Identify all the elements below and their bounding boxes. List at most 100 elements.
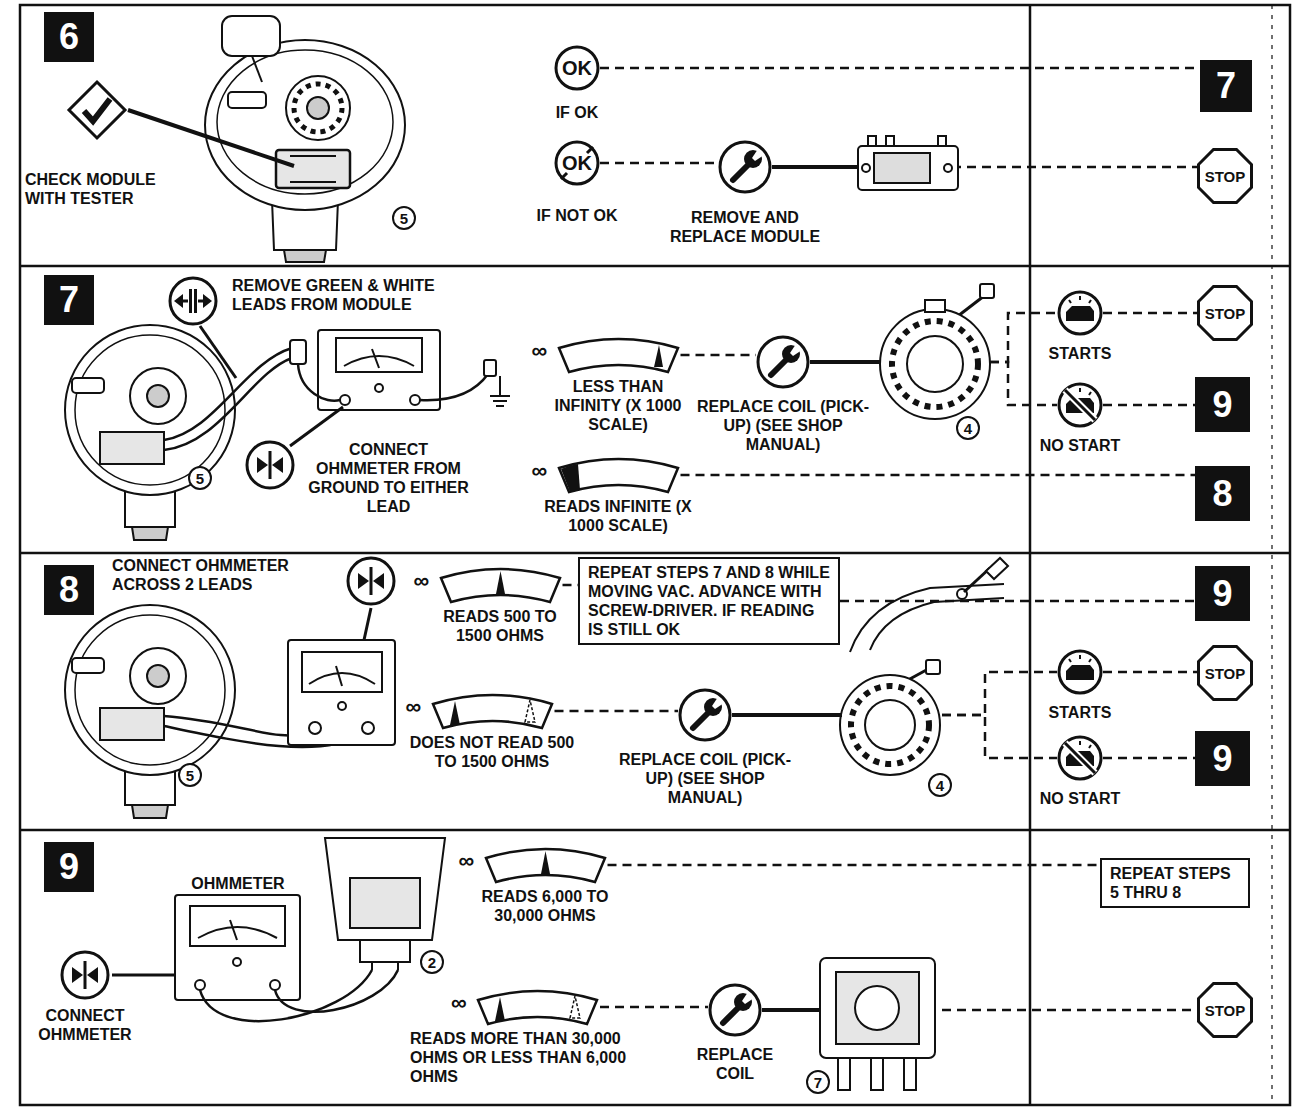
ok-symbol-icon: OK [554, 45, 600, 91]
ground-clip [499, 376, 501, 396]
arrow-in [72, 967, 83, 983]
infinity-mark: ∞ [459, 850, 475, 872]
ohmmeter-drawing [372, 349, 379, 368]
connect-meter-symbol-icon [245, 440, 295, 490]
dashed-connector [563, 584, 579, 587]
meter-scale: ∞READS INFINITE (X 1000 SCALE) [543, 456, 693, 535]
no-start-symbol: NO START [1030, 735, 1130, 808]
step-number: 8 [59, 572, 79, 608]
pointer-line [772, 165, 858, 169]
leader-line [112, 974, 175, 977]
scale-band [478, 991, 597, 1024]
instruction-text: DOES NOT READ 500 TO 1500 OHMS [402, 733, 582, 771]
stop-sign: STOP [1197, 645, 1253, 701]
remove-leads-symbol-icon [168, 276, 218, 326]
ground-clip [484, 360, 510, 406]
instruction-text: READS INFINITE (X 1000 SCALE) [543, 497, 693, 535]
ignition-coil-drawing [836, 972, 919, 1044]
leader-line [364, 608, 371, 640]
label-area: READS 6,000 TO 30,000 OHMS [470, 887, 620, 925]
wrench-jaw [752, 149, 764, 161]
icon-drawing [483, 846, 608, 884]
module-drawing [886, 136, 894, 146]
meter-wires [298, 364, 488, 401]
check-mark [84, 99, 110, 121]
ignition-coil-drawing [871, 1058, 883, 1090]
meter-scale-icon: ∞ [483, 846, 608, 884]
icon-drawing [245, 440, 295, 490]
meter-scale-icon: ∞ [438, 566, 563, 604]
scale-band [486, 849, 605, 882]
remove-leads-symbol: REMOVE GREEN & WHITE LEADS FROM MODULE [168, 276, 462, 326]
ohmmeter-drawing [233, 958, 241, 966]
instruction-text: REMOVE AND REPLACE MODULE [655, 208, 835, 246]
meter-scale: ∞LESS THAN INFINITY (X 1000 SCALE) [543, 336, 693, 434]
circle-outline [348, 558, 394, 604]
pickup-coil-drawing [980, 284, 994, 298]
label-area: LESS THAN INFINITY (X 1000 SCALE) [543, 377, 693, 434]
ohmmeter-drawing [375, 384, 383, 392]
label-area: REPLACE COIL [685, 1045, 785, 1083]
distributor-drawing [228, 92, 266, 108]
meter-scale-icon: ∞ [556, 456, 681, 494]
lead-connector [290, 340, 306, 364]
label-area: REPLACE COIL (PICK-UP) (SEE SHOP MANUAL) [610, 750, 800, 807]
leader-line [200, 326, 236, 378]
circle-outline [1059, 292, 1101, 334]
dashed-connector [600, 67, 1200, 70]
icon-drawing [678, 688, 732, 742]
leader-line [290, 407, 343, 446]
step-number: 6 [59, 19, 79, 55]
module-drawing [868, 136, 876, 146]
distributor-drawing [307, 97, 329, 119]
ohmmeter-drawing [309, 673, 375, 684]
dashed-connector [1103, 404, 1195, 407]
dashed-connector [600, 162, 718, 165]
circle-outline [62, 952, 108, 998]
page-frame [20, 552, 1290, 555]
arrow-shaft [198, 300, 203, 303]
arrow-in [87, 967, 98, 983]
distributor-drawing [217, 50, 393, 194]
step-number: 7 [59, 282, 79, 318]
distributor-cap-drawing [397, 962, 399, 970]
module-drawing [862, 164, 870, 172]
infinity-mark: ∞ [406, 696, 422, 718]
pickup-coil-drawing [851, 686, 929, 764]
icon-drawing [1057, 649, 1103, 695]
engine-starts-symbol: STARTS [1030, 290, 1130, 363]
stop-sign: STOP [1197, 982, 1253, 1038]
icon-drawing [1057, 290, 1103, 336]
wrench-action-icon [756, 335, 810, 389]
center-bar [84, 961, 87, 989]
distributor-drawing [65, 325, 235, 495]
module-drawing [938, 136, 946, 146]
dashed-connector [681, 354, 757, 357]
label-area: CONNECT OHMMETER [30, 1006, 140, 1044]
circle-outline [758, 337, 808, 387]
distributor-drawing [286, 76, 350, 140]
ignition-coil-drawing [820, 958, 935, 1090]
pickup-coil-drawing [880, 284, 994, 419]
ohmmeter-drawing [288, 640, 395, 745]
meter-wires [298, 364, 340, 401]
dashed-connector [600, 1006, 708, 1009]
wrench-action: REPLACE COIL (PICK-UP) (SEE SHOP MANUAL) [688, 335, 878, 454]
step-number: 9 [1212, 576, 1232, 612]
ohmmeter-drawing [190, 906, 285, 946]
circle-outline [680, 690, 730, 740]
note-box: REPEAT STEPS 7 AND 8 WHILE MOVING VAC. A… [578, 557, 840, 645]
callout-number: 5 [392, 206, 416, 230]
distributor-drawing [100, 432, 164, 464]
distributor-drawing [222, 16, 280, 56]
connect-meter-symbol-icon [60, 950, 110, 1000]
not-ok-symbol: OKIF NOT OK [522, 140, 632, 225]
icon-drawing [430, 692, 555, 730]
note-box: REPEAT STEPS 5 THRU 8 [1100, 858, 1250, 908]
instruction-text: REPLACE COIL (PICK-UP) (SEE SHOP MANUAL) [610, 750, 800, 807]
ignition-coil-drawing [904, 1058, 916, 1090]
scale-band [433, 695, 552, 728]
circle-outline [1059, 651, 1101, 693]
no-start-symbol-icon [1057, 382, 1103, 428]
